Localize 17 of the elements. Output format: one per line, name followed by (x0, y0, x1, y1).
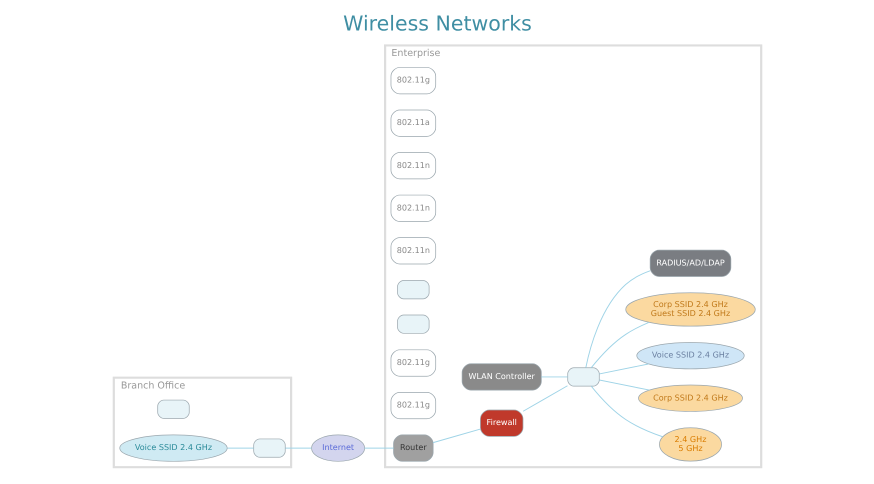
connector (522, 385, 568, 412)
connector (598, 380, 650, 391)
connector (226, 448, 254, 449)
connector (584, 270, 650, 368)
node-box (396, 314, 429, 334)
node-box (252, 438, 286, 458)
diagram-title: Wireless Networks (342, 11, 532, 36)
node-box (156, 400, 190, 419)
connector (590, 322, 649, 368)
node-box (566, 367, 600, 386)
connector (540, 376, 568, 378)
connector (284, 448, 312, 449)
connector (432, 428, 480, 444)
connector (590, 386, 663, 438)
connector (364, 448, 394, 449)
node-box (396, 280, 429, 300)
connector (598, 364, 648, 374)
